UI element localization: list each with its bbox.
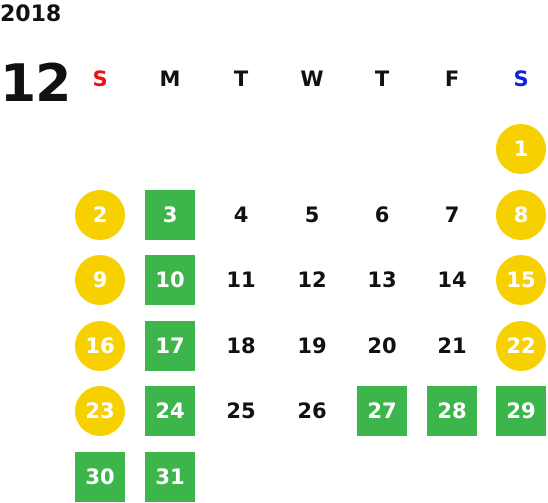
day-cell: 11 xyxy=(226,268,256,292)
day-cell-closed: 30 xyxy=(75,452,125,502)
weekday-header: T xyxy=(233,67,249,91)
day-cell: 7 xyxy=(444,203,460,227)
day-cell-weekend: 8 xyxy=(496,190,546,240)
day-cell: 21 xyxy=(437,334,467,358)
day-cell-closed: 3 xyxy=(145,190,195,240)
day-cell: 4 xyxy=(233,203,249,227)
day-cell-closed: 28 xyxy=(427,386,477,436)
day-cell-closed: 31 xyxy=(145,452,195,502)
day-cell: 12 xyxy=(297,268,327,292)
day-cell: 26 xyxy=(297,399,327,423)
day-cell-weekend: 15 xyxy=(496,255,546,305)
weekday-header: W xyxy=(300,67,324,91)
day-cell: 25 xyxy=(226,399,256,423)
day-cell-weekend: 2 xyxy=(75,190,125,240)
year-label: 2018 xyxy=(0,2,62,27)
weekday-header: S xyxy=(92,67,108,91)
day-cell: 13 xyxy=(367,268,397,292)
day-cell-weekend: 22 xyxy=(496,321,546,371)
day-cell-weekend: 1 xyxy=(496,124,546,174)
day-cell-weekend: 16 xyxy=(75,321,125,371)
day-cell: 20 xyxy=(367,334,397,358)
day-cell: 14 xyxy=(437,268,467,292)
day-cell-weekend: 23 xyxy=(75,386,125,436)
day-cell: 18 xyxy=(226,334,256,358)
day-cell-closed: 17 xyxy=(145,321,195,371)
day-cell-closed: 24 xyxy=(145,386,195,436)
day-cell: 19 xyxy=(297,334,327,358)
weekday-header: M xyxy=(159,67,181,91)
weekday-header: S xyxy=(513,67,529,91)
day-cell: 6 xyxy=(374,203,390,227)
day-cell-closed: 10 xyxy=(145,255,195,305)
day-cell-closed: 29 xyxy=(496,386,546,436)
day-cell-weekend: 9 xyxy=(75,255,125,305)
weekday-header: F xyxy=(444,67,460,91)
day-cell: 5 xyxy=(304,203,320,227)
month-label: 12 xyxy=(0,54,71,114)
weekday-header: T xyxy=(374,67,390,91)
day-cell-closed: 27 xyxy=(357,386,407,436)
